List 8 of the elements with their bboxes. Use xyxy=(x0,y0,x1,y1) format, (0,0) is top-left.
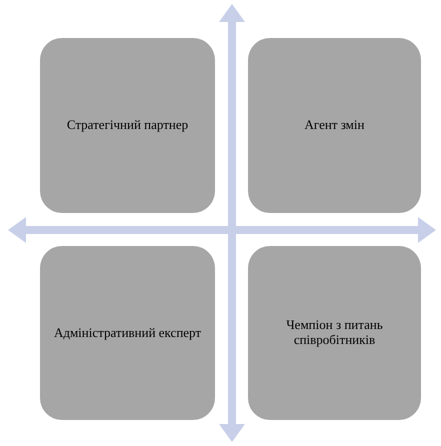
rounded-box xyxy=(40,38,215,213)
box-label: Чемпіон з питань співробітників xyxy=(285,318,384,348)
box-label: Адміністративний експерт xyxy=(54,326,202,340)
rounded-box xyxy=(248,246,421,420)
rounded-box xyxy=(40,246,215,420)
rounded-box xyxy=(248,38,421,213)
box-label: Агент змін xyxy=(304,118,364,133)
box-label: Стратегічний партнер xyxy=(66,118,188,133)
